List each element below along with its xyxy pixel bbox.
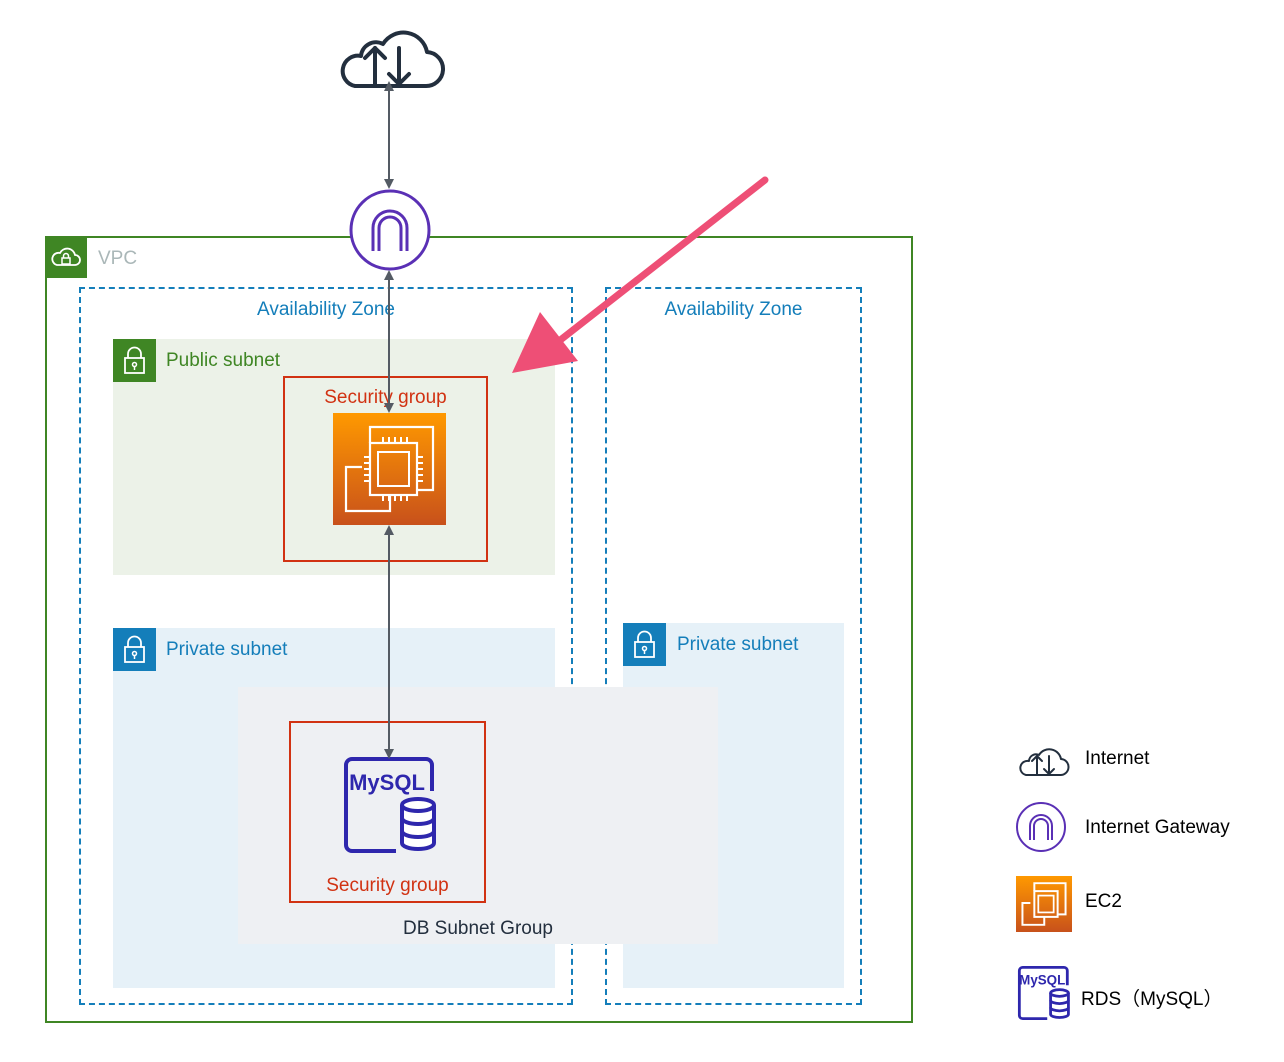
availability-zone-1-label: Availability Zone: [256, 299, 395, 320]
legend-internet-gateway-label: Internet Gateway: [1085, 817, 1230, 838]
rds-mysql-icon: MySQL: [344, 757, 436, 853]
private-subnet-1-label: Private subnet: [166, 639, 288, 660]
public-subnet-lock-icon: [113, 339, 156, 382]
private-subnet-1-lock-icon: [113, 628, 156, 671]
legend-internet-gateway-icon: [1016, 802, 1066, 852]
legend-rds-mysql-icon: MySQL: [1017, 965, 1070, 1021]
vpc-label: VPC: [98, 248, 138, 269]
legend-cloud-updown-icon: [1019, 748, 1070, 776]
internet-gateway-icon: [349, 189, 431, 271]
private-subnet-2-lock-icon: [623, 623, 666, 666]
legend-internet-label: Internet: [1085, 748, 1150, 769]
rds-mysql-icon-text: MySQL: [349, 770, 425, 795]
db-subnet-group-label: DB Subnet Group: [403, 918, 553, 939]
legend-rds-mysql-label: RDS（MySQL）: [1081, 989, 1223, 1010]
ec2-icon: [333, 413, 446, 525]
internet-cloud-icon: [340, 30, 445, 89]
vpc-container: [45, 236, 913, 1023]
availability-zone-1: [79, 287, 573, 1005]
availability-zone-2: [605, 287, 862, 1005]
availability-zone-2-label: Availability Zone: [664, 299, 803, 320]
public-subnet-label: Public subnet: [166, 350, 281, 371]
vpc-cloud-lock-icon: [45, 236, 87, 278]
legend-ec2-label: EC2: [1085, 891, 1122, 912]
legend-ec2-icon: [1016, 876, 1072, 932]
private-subnet-2-label: Private subnet: [677, 634, 799, 655]
security-group-rds-label: Security group: [326, 875, 449, 896]
legend-rds-mysql-icon-text: MySQL: [1019, 973, 1065, 988]
